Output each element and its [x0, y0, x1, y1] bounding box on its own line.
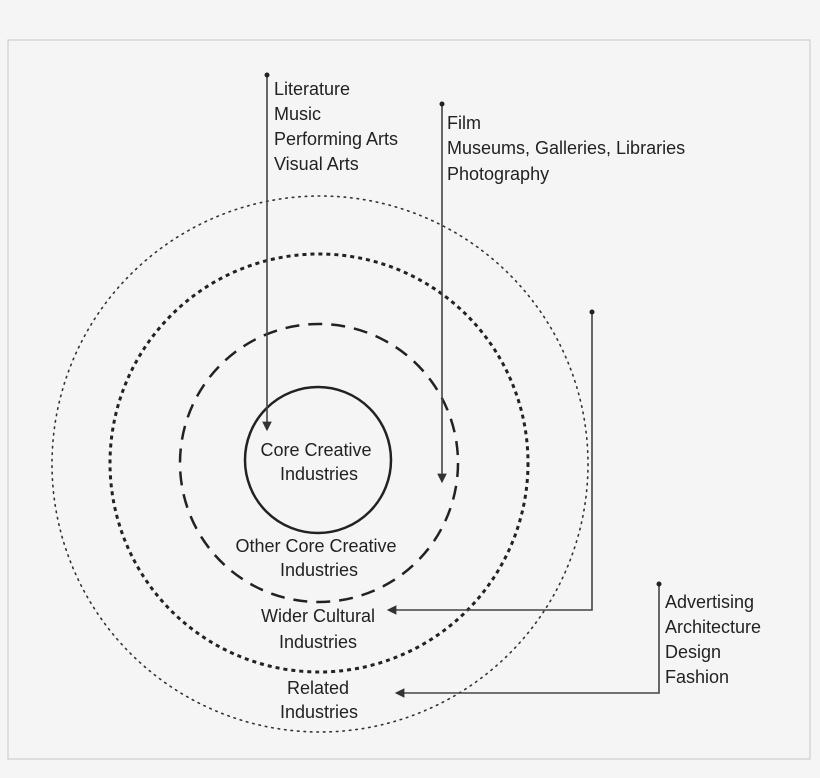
ring-wider-cultural	[108, 252, 530, 674]
ring-label-related: Industries	[280, 702, 358, 722]
callout-related-item: Architecture	[665, 617, 761, 637]
ring-related	[51, 195, 589, 733]
callout-other-core-item: Film	[447, 113, 481, 133]
ring-label-wider-cultural: Industries	[279, 632, 357, 652]
callout-core-item: Literature	[274, 79, 350, 99]
ring-core	[243, 385, 393, 535]
connector-related	[394, 584, 660, 698]
callout-related-item: Fashion	[665, 667, 729, 687]
ring-label-other-core: Other Core Creative	[235, 536, 396, 556]
callout-core-item: Performing Arts	[274, 129, 398, 149]
callout-other-core-item: Photography	[447, 164, 549, 184]
ring-label-wider-cultural: Wider Cultural	[261, 606, 375, 626]
frame	[7, 39, 811, 760]
ring-label-other-core: Industries	[280, 560, 358, 580]
callout-related-item: Advertising	[665, 592, 754, 612]
callout-related-item: Design	[665, 642, 721, 662]
ring-other-core	[178, 322, 460, 604]
callout-core-item: Visual Arts	[274, 154, 359, 174]
callout-core-item: Music	[274, 104, 321, 124]
ring-label-core: Core Creative	[260, 440, 371, 460]
callout-other-core-item: Museums, Galleries, Libraries	[447, 138, 685, 158]
connector-wider-cultural	[386, 312, 593, 615]
ring-label-core: Industries	[280, 464, 358, 484]
ring-label-related: Related	[287, 678, 349, 698]
